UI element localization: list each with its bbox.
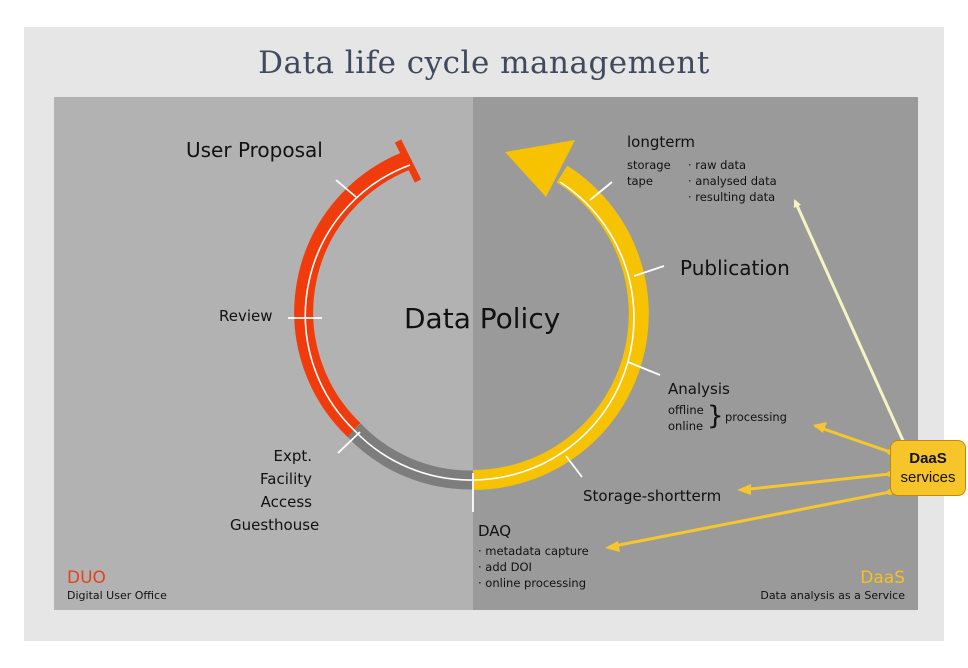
longterm-item: · raw data [688,158,747,172]
analysis-mode: offline [668,403,704,417]
arrow-to-daq [608,490,891,549]
analysis-modes: offline online [668,402,704,434]
longterm-items: · raw data · analysed data · resulting d… [688,157,777,205]
center-label: Data Policy [404,302,561,335]
daq-item: · metadata capture [478,544,589,558]
page-title: Data life cycle management [258,45,710,81]
tick-user-proposal [335,179,357,198]
longterm-item: · analysed data [688,174,777,188]
red-arc [294,152,410,437]
daq-item: · online processing [478,576,587,590]
longterm-media-item: storage [627,158,671,172]
daq-item: · add DOI [478,560,532,574]
arrowhead-daq [605,541,620,552]
stage-publication: Publication [680,256,790,280]
yellow-arrowhead [505,140,575,197]
arrowhead-analysis [813,422,827,433]
stage-longterm: longterm [627,133,695,151]
analysis-brace: } [707,401,724,431]
facility-line: Guesthouse [230,516,320,534]
daas-box-title: DaaS [909,450,947,467]
facility-line: Access [260,493,312,511]
arrow-to-longterm [793,199,907,446]
longterm-item: · resulting data [688,190,776,204]
stage-analysis: Analysis [668,380,730,398]
daas-services-box[interactable]: DaaS services [890,440,966,496]
analysis-mode: online [668,419,704,433]
facility-line: Expt. [273,447,312,465]
duo-brand: DUO [67,568,106,588]
facility-line: Facility [260,470,312,488]
arrow-to-storage [740,472,891,492]
tick-longterm [589,181,613,201]
tick-publication [633,265,665,277]
stage-facility: Expt. Facility Access Guesthouse [230,445,320,537]
tick-analysis [627,361,661,376]
daas-subtitle: Data analysis as a Service [760,589,905,602]
stage-storage-shortterm: Storage-shortterm [583,487,722,505]
red-arc-endcap [394,139,422,183]
longterm-media-item: tape [627,174,653,188]
daas-box-subtitle: services [900,469,956,486]
duo-subtitle: Digital User Office [67,589,167,602]
stage-review: Review [219,307,273,325]
ring-white-line [304,164,635,481]
stage-user-proposal: User Proposal [186,138,323,162]
analysis-processing: processing [725,410,787,424]
grey-arc [347,423,474,490]
longterm-media: storage tape [627,157,671,189]
tick-storage-shortterm [565,455,583,478]
tick-facility [337,431,361,454]
arrow-to-analysis [814,424,891,454]
daq-items: · metadata capture · add DOI · online pr… [478,543,589,591]
daas-brand: DaaS [860,568,905,588]
stage-daq: DAQ [478,522,512,540]
duo-panel [54,97,473,610]
arrowhead-storage [737,484,751,495]
